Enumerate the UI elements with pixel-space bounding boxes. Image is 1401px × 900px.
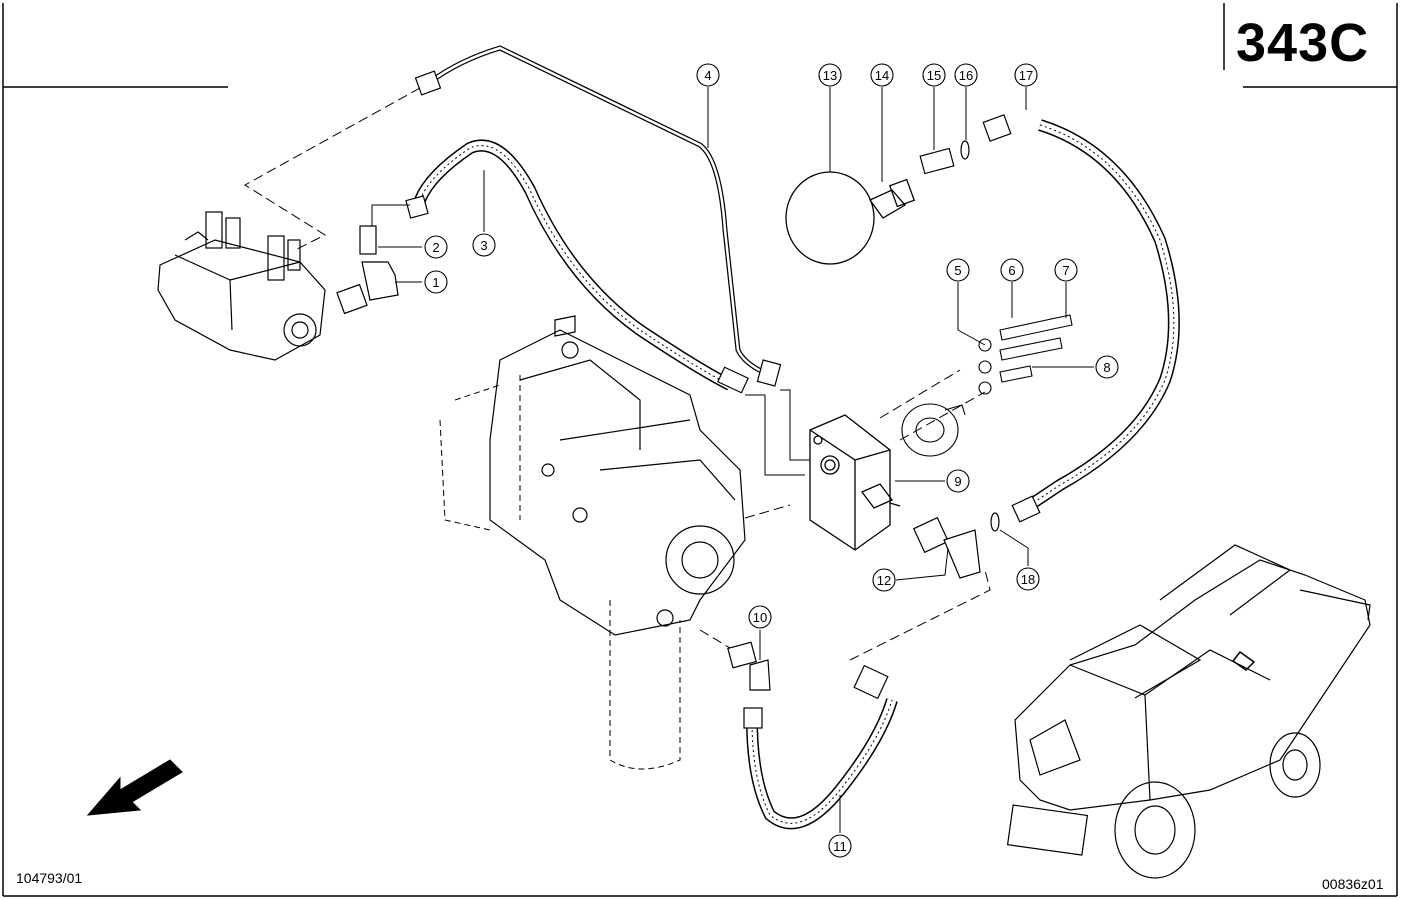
svg-text:6: 6 xyxy=(1008,263,1015,278)
drawing-reference-left: 104793/01 xyxy=(16,870,83,886)
hose-3-inner xyxy=(415,141,733,390)
callout-9: 9 xyxy=(946,469,970,493)
accumulator-13 xyxy=(785,171,916,265)
connector-lines xyxy=(371,204,810,476)
callout-2: 2 xyxy=(424,235,448,259)
callout-5: 5 xyxy=(946,258,970,282)
svg-text:8: 8 xyxy=(1103,360,1110,375)
hose-11-texture xyxy=(751,699,893,824)
valve-block xyxy=(489,315,746,636)
svg-text:12: 12 xyxy=(877,573,891,588)
callout-7: 7 xyxy=(1054,258,1078,282)
callouts: 1 2 3 4 5 6 7 8 9 10 11 12 13 14 15 16 1… xyxy=(424,63,1119,858)
fittings-15-16 xyxy=(919,140,970,175)
valve-block-hidden xyxy=(439,375,681,770)
pump-assembly xyxy=(157,211,326,361)
svg-text:5: 5 xyxy=(954,263,961,278)
svg-text:9: 9 xyxy=(954,474,961,489)
svg-text:16: 16 xyxy=(959,68,973,83)
bolts-5-8 xyxy=(978,314,1073,395)
svg-text:7: 7 xyxy=(1062,263,1069,278)
svg-text:4: 4 xyxy=(704,68,711,83)
assembly-lines xyxy=(244,87,991,661)
flange xyxy=(901,403,966,457)
callout-6: 6 xyxy=(1000,258,1024,282)
hose-11-inner xyxy=(747,698,897,828)
svg-text:15: 15 xyxy=(927,68,941,83)
callout-4: 4 xyxy=(696,63,720,87)
callout-3: 3 xyxy=(472,233,496,257)
svg-text:10: 10 xyxy=(753,610,767,625)
hydraulic-block-9 xyxy=(809,414,901,551)
hose-17-texture xyxy=(1029,124,1175,506)
svg-text:3: 3 xyxy=(480,238,487,253)
svg-text:2: 2 xyxy=(432,240,439,255)
callout-1: 1 xyxy=(424,270,448,294)
svg-text:11: 11 xyxy=(833,839,847,854)
callout-18: 18 xyxy=(1016,567,1040,591)
callout-17: 17 xyxy=(1014,63,1038,87)
hose-17-inner xyxy=(1027,120,1179,509)
page-code: 343C xyxy=(1236,13,1370,73)
svg-text:13: 13 xyxy=(823,68,837,83)
hose-3-texture xyxy=(419,145,731,386)
drawing-reference-right: 00836z01 xyxy=(1322,876,1384,892)
callout-15: 15 xyxy=(922,63,946,87)
frame xyxy=(2,3,1398,897)
pipe-4-inner xyxy=(429,46,771,377)
fittings xyxy=(336,70,1041,729)
callout-13: 13 xyxy=(818,63,842,87)
callout-14: 14 xyxy=(870,63,894,87)
leader-lines xyxy=(378,87,1094,833)
svg-text:17: 17 xyxy=(1019,68,1033,83)
svg-text:1: 1 xyxy=(432,275,439,290)
svg-text:14: 14 xyxy=(875,68,889,83)
callout-11: 11 xyxy=(828,834,852,858)
combine-harvester-inset xyxy=(1006,544,1371,879)
callout-8: 8 xyxy=(1095,355,1119,379)
callout-12: 12 xyxy=(872,568,896,592)
direction-arrow xyxy=(86,759,183,816)
callout-10: 10 xyxy=(748,605,772,629)
callout-16: 16 xyxy=(954,63,978,87)
hose-17 xyxy=(1026,119,1180,510)
svg-text:18: 18 xyxy=(1021,572,1035,587)
